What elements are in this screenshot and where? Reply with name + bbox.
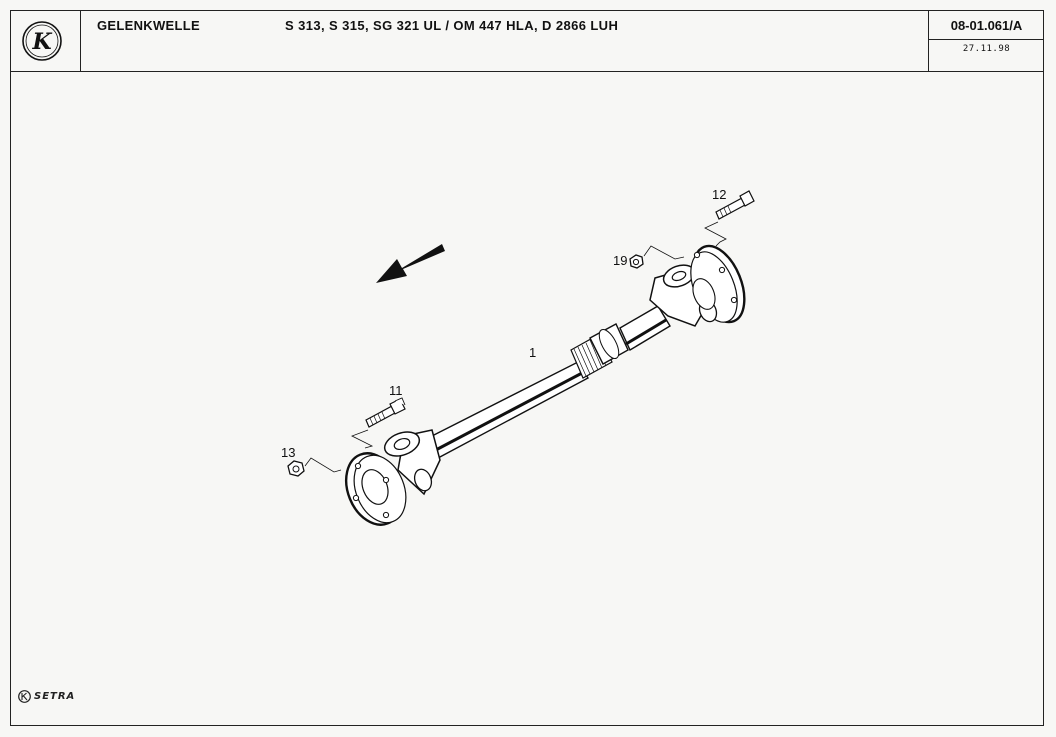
- nut-front-icon: [287, 460, 305, 477]
- leader-line: [351, 429, 374, 449]
- kaessbohrer-logo-icon: K: [22, 21, 62, 61]
- document-number-cell: 08-01.061/A 27.11.98: [928, 11, 1043, 71]
- logo-letter: K: [31, 29, 52, 55]
- page-title: GELENKWELLE: [97, 18, 200, 33]
- brand-mark: SETRA: [18, 690, 75, 703]
- kaessbohrer-small-logo-icon: [18, 690, 31, 703]
- document-number: 08-01.061/A: [950, 18, 1023, 33]
- model-list: S 313, S 315, SG 321 UL / OM 447 HLA, D …: [285, 18, 619, 33]
- callout-nut-front: 13: [281, 445, 296, 460]
- divider: [929, 39, 1043, 40]
- callout-bolt-front: 11: [389, 383, 403, 398]
- propshaft: [427, 305, 671, 459]
- logo-cell: K: [11, 11, 81, 71]
- title-block: K GELENKWELLE S 313, S 315, SG 321 UL / …: [11, 11, 1043, 72]
- direction-arrow-icon: [376, 244, 445, 283]
- front-flange: [344, 429, 441, 526]
- callout-bolt-rear: 12: [712, 187, 727, 202]
- document-date: 27.11.98: [962, 44, 1011, 54]
- nut-rear-icon: [629, 254, 644, 269]
- leader-line: [304, 457, 342, 473]
- leader-line: [704, 221, 727, 247]
- leader-line: [643, 245, 685, 260]
- bolt-rear-icon: [715, 190, 755, 220]
- drawing-sheet: K GELENKWELLE S 313, S 315, SG 321 UL / …: [10, 10, 1044, 726]
- rear-flange: [649, 244, 746, 327]
- brand-name: SETRA: [34, 691, 76, 702]
- callout-nut-rear: 19: [613, 253, 628, 268]
- callout-shaft: 1: [529, 345, 537, 360]
- bolt-front-icon: [365, 397, 406, 428]
